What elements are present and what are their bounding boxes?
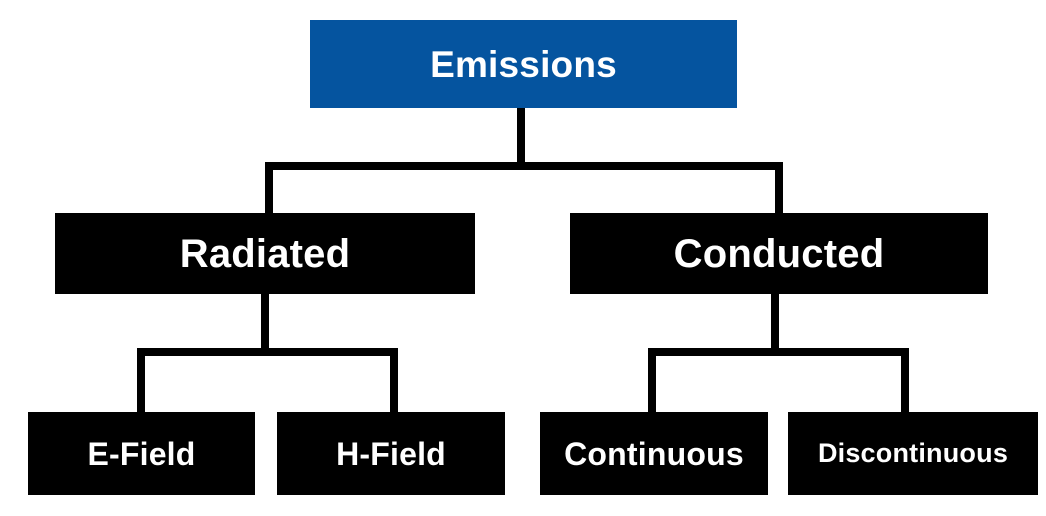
node-discontinuous[interactable]: Discontinuous	[788, 412, 1038, 495]
connector-to-discontinuous	[901, 348, 909, 414]
connector-to-e-field	[137, 348, 145, 414]
connector-to-radiated	[265, 162, 273, 215]
node-radiated[interactable]: Radiated	[55, 213, 475, 294]
connector-radiated-stem	[261, 293, 269, 350]
node-emissions[interactable]: Emissions	[310, 20, 737, 108]
node-conducted[interactable]: Conducted	[570, 213, 988, 294]
connector-root-stem	[517, 107, 525, 163]
connector-radiated-bar	[137, 348, 398, 356]
connector-to-h-field	[390, 348, 398, 414]
connector-conducted-bar	[648, 348, 909, 356]
connector-to-continuous	[648, 348, 656, 414]
connector-level1-bar	[265, 162, 783, 170]
node-e-field[interactable]: E-Field	[28, 412, 255, 495]
node-h-field[interactable]: H-Field	[277, 412, 505, 495]
connector-to-conducted	[775, 162, 783, 215]
node-continuous[interactable]: Continuous	[540, 412, 768, 495]
connector-conducted-stem	[771, 293, 779, 350]
